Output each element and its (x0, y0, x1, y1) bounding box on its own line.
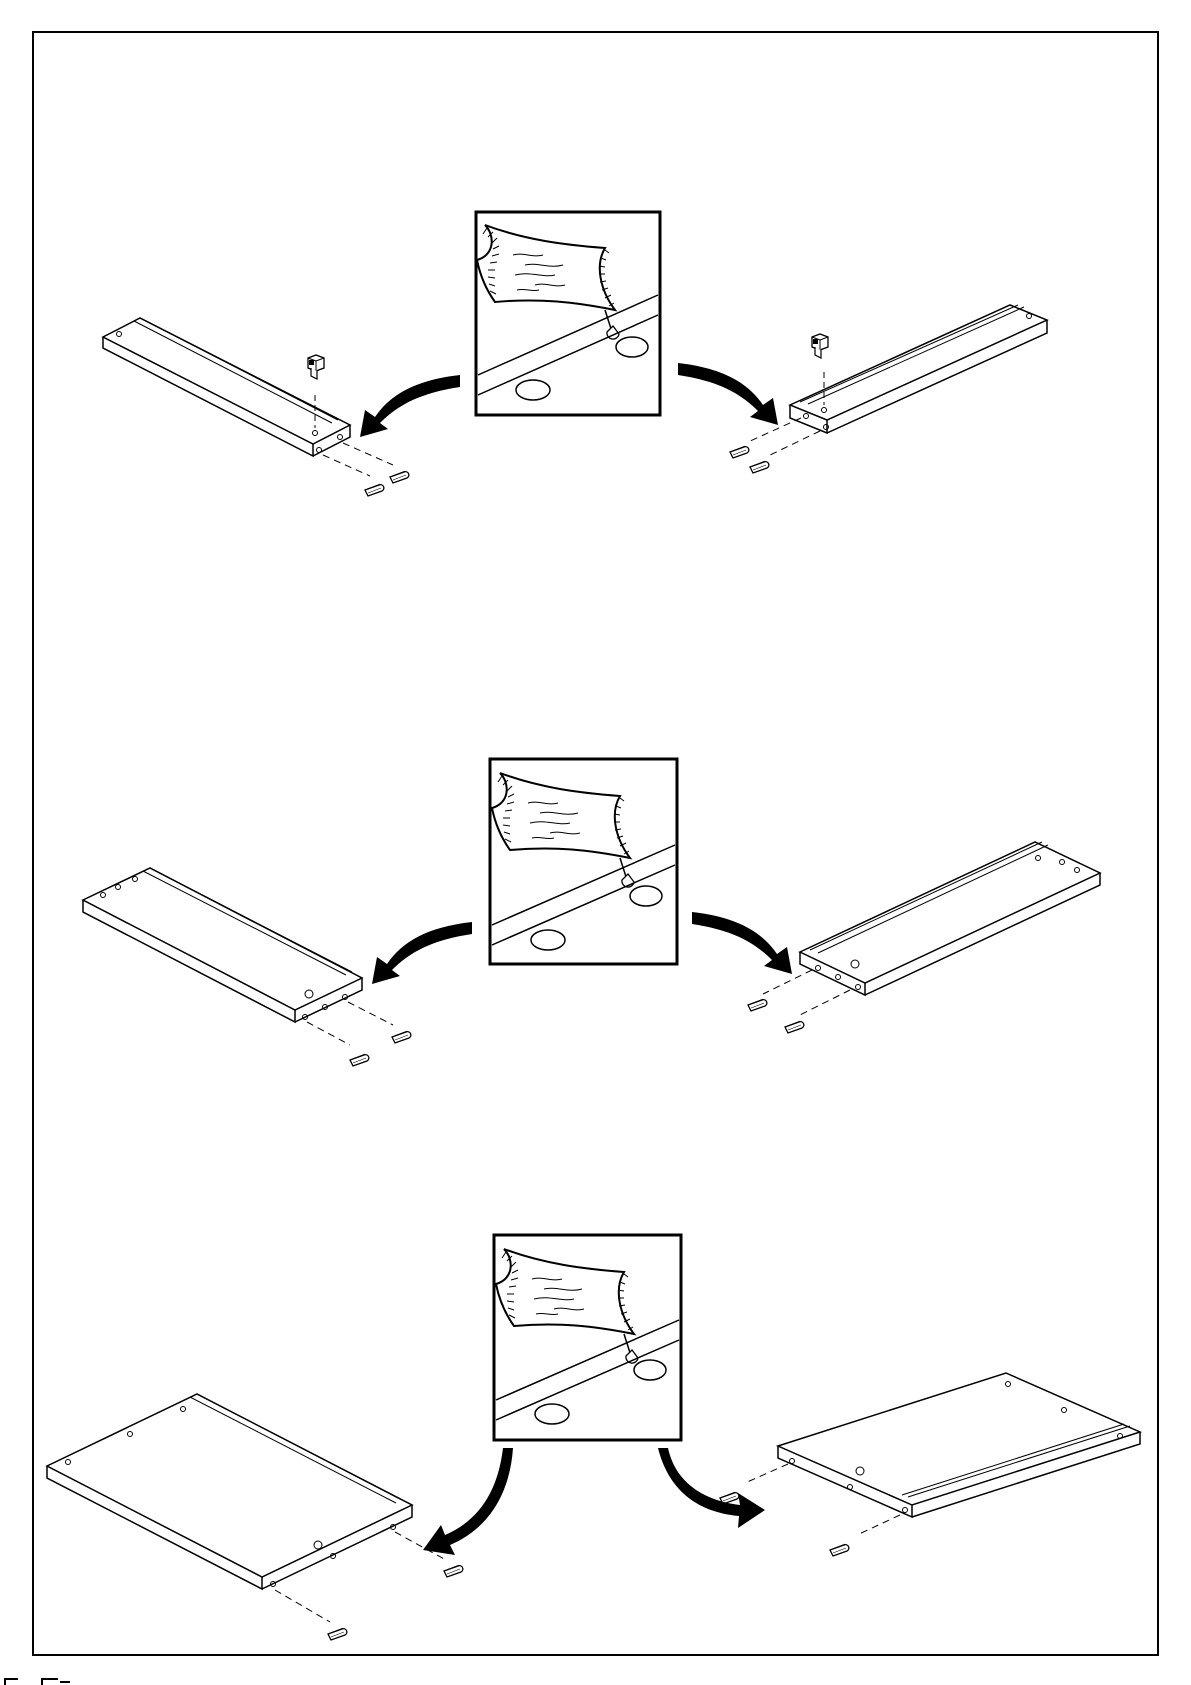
right-arrow-icon (692, 912, 792, 974)
footer-mark (5, 1679, 70, 1685)
left-arrow-icon (372, 922, 472, 984)
wood-dowel-icon (390, 471, 409, 483)
right-arrow-icon (678, 363, 778, 425)
step-1-inset (476, 212, 660, 415)
left-arrow-icon (423, 1448, 513, 1555)
step-1-right-rail (748, 305, 1047, 456)
step-3-inset (494, 1235, 681, 1440)
cam-lock-icon (812, 334, 828, 358)
wood-dowel-icon (730, 446, 749, 458)
step-2-inset (490, 759, 677, 964)
wood-dowel-icon (365, 484, 384, 496)
step-3-right-panel (745, 1373, 1140, 1535)
wood-dowel-icon (750, 461, 769, 473)
step-1-left-rail (103, 318, 393, 476)
step-2-right-rail (763, 842, 1100, 1015)
wood-dowel-icon (748, 999, 767, 1011)
wood-dowel-icon (328, 1628, 347, 1640)
wood-dowel-icon (392, 1031, 411, 1043)
right-arrow-icon (658, 1448, 765, 1528)
wood-dowel-icon (444, 1565, 463, 1577)
wood-dowel-icon (785, 1021, 804, 1033)
step-2-left-rail (83, 868, 393, 1045)
cam-lock-icon (308, 355, 324, 379)
wood-dowel-icon (830, 1544, 849, 1556)
left-arrow-icon (360, 375, 460, 437)
step-3-left-panel (47, 1394, 446, 1622)
wood-dowel-icon (350, 1054, 369, 1066)
